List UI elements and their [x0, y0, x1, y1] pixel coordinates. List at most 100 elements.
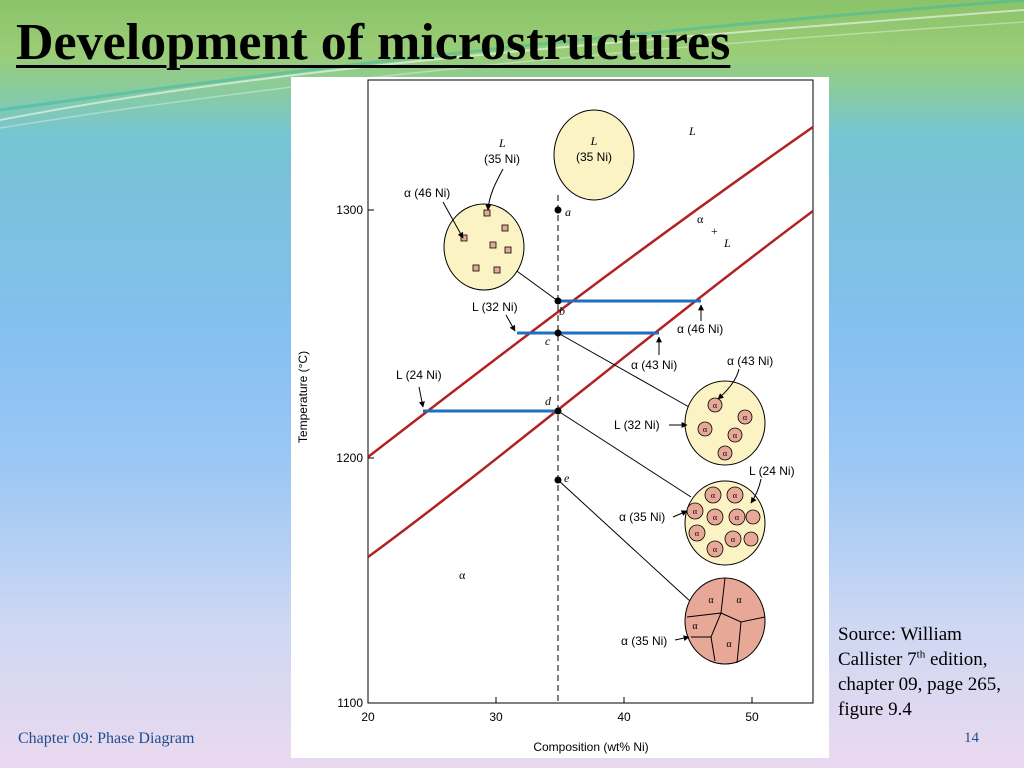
alpha-grain [706, 540, 724, 558]
pointer-line [442, 201, 464, 239]
alpha-grain-label: α [692, 621, 698, 632]
label-L24-tie: L (24 Ni) [396, 368, 442, 382]
alpha-crystal [489, 241, 497, 249]
y-tick-label: 1300 [336, 203, 363, 217]
alpha-grain-label: α [713, 401, 718, 410]
alpha-crystal [493, 266, 501, 274]
label-alpha43-tie: α (43 Ni) [631, 358, 677, 372]
alpha-grain [727, 427, 743, 443]
alpha-grain [704, 486, 722, 504]
point-label-c: c [545, 334, 551, 348]
alpha-grain-label: α [726, 639, 732, 650]
label-L-b: L [498, 136, 506, 150]
footer-chapter: Chapter 09: Phase Diagram [18, 730, 195, 747]
alpha-crystal [483, 209, 491, 217]
pointer-line [672, 510, 688, 518]
label-alpha46-b: α (46 Ni) [404, 186, 450, 200]
label-35Ni-b: (35 Ni) [484, 152, 520, 166]
x-axis [367, 697, 753, 703]
alpha-grain [728, 508, 746, 526]
microstructure-b [443, 203, 525, 291]
alpha-grain-label: α [743, 413, 748, 422]
alpha-grain [724, 530, 742, 548]
leader-line [557, 332, 690, 408]
y-tick-label: 1200 [336, 451, 363, 465]
label-alpha43-c: α (43 Ni) [727, 354, 773, 368]
alpha-grain [688, 524, 706, 542]
label-alpha35-e: α (35 Ni) [621, 634, 667, 648]
x-tick-label: 50 [745, 710, 759, 724]
y-axis-label: Temperature (°C) [296, 351, 310, 443]
point-label-d: d [545, 394, 552, 408]
region-label-two-phase-plus: + [711, 224, 718, 238]
alpha-grain [697, 421, 713, 437]
alpha-grain-label: α [695, 529, 700, 538]
alpha-grain-label: α [735, 513, 740, 522]
x-tick-label: 20 [361, 710, 375, 724]
region-label-liquid: L [688, 124, 696, 138]
label-L32-c: L (32 Ni) [614, 418, 660, 432]
region-label-two-phase-alpha: α [697, 212, 704, 226]
slide-title: Development of microstructures [16, 14, 731, 71]
pointer-line [485, 168, 504, 211]
label-L32-tie: L (32 Ni) [472, 300, 518, 314]
alpha-grain-label: α [733, 431, 738, 440]
x-tick-label: 40 [617, 710, 631, 724]
pointer-line [505, 314, 516, 332]
alpha-grain [717, 445, 733, 461]
circle-a-label-L: L [590, 134, 598, 148]
page-number: 14 [964, 730, 979, 746]
label-L24-d: L (24 Ni) [749, 464, 795, 478]
point-label-b: b [559, 304, 565, 318]
alpha-grain-label: α [703, 425, 708, 434]
alpha-grain-label: α [733, 491, 738, 500]
alpha-grain-label: α [736, 595, 742, 606]
alpha-grain-label: α [731, 535, 736, 544]
alpha-grain [726, 486, 744, 504]
pointer-line [418, 386, 425, 408]
pointer-line [717, 368, 740, 400]
source-superscript: th [916, 648, 926, 661]
decorative-swoosh [0, 0, 1024, 129]
phase-diagram-figure: 20 30 40 50 1100 1200 1300 Composition (… [291, 77, 829, 758]
y-axis [368, 209, 374, 704]
solidus-line [368, 209, 813, 559]
alpha-grain [743, 531, 759, 547]
alpha-grain-label: α [713, 545, 718, 554]
alpha-grain [737, 409, 753, 425]
grain-boundary [736, 621, 742, 664]
label-alpha46-tie: α (46 Ni) [677, 322, 723, 336]
alpha-crystal [472, 264, 480, 272]
point-label-e: e [564, 471, 570, 485]
leader-line [557, 410, 692, 498]
source-line1: Source: William Callister 7 [838, 624, 962, 670]
microstructure-d [684, 480, 766, 566]
alpha-grain-label: α [711, 491, 716, 500]
point-label-a: a [565, 205, 571, 219]
alpha-grain [745, 509, 761, 525]
alpha-grain-label: α [693, 507, 698, 516]
alpha-grain-label: α [713, 513, 718, 522]
point-a [554, 206, 562, 214]
phase-diagram-svg: 20 30 40 50 1100 1200 1300 Composition (… [296, 79, 814, 754]
region-label-two-phase-L: L [723, 236, 731, 250]
source-citation: Source: William Callister 7th edition, c… [838, 622, 1020, 722]
alpha-grain [707, 397, 723, 413]
x-tick-label: 30 [489, 710, 503, 724]
alpha-grain-label: α [708, 595, 714, 606]
leader-line [513, 268, 559, 302]
pointer-line [674, 635, 690, 642]
alpha-grain-label: α [723, 449, 728, 458]
alpha-crystal [501, 224, 509, 232]
circle-a-label-35Ni: (35 Ni) [576, 150, 612, 164]
alpha-grain [706, 508, 724, 526]
x-axis-label: Composition (wt% Ni) [533, 740, 648, 754]
label-alpha35-d: α (35 Ni) [619, 510, 665, 524]
leader-line [557, 479, 692, 603]
y-tick-label: 1100 [337, 696, 363, 710]
alpha-crystal [504, 246, 512, 254]
region-label-solid: α [459, 568, 466, 582]
plot-frame [367, 79, 814, 704]
source-line2: edition, chapter 09, page 265, figure 9.… [838, 649, 1002, 720]
pointer-line [750, 478, 762, 504]
